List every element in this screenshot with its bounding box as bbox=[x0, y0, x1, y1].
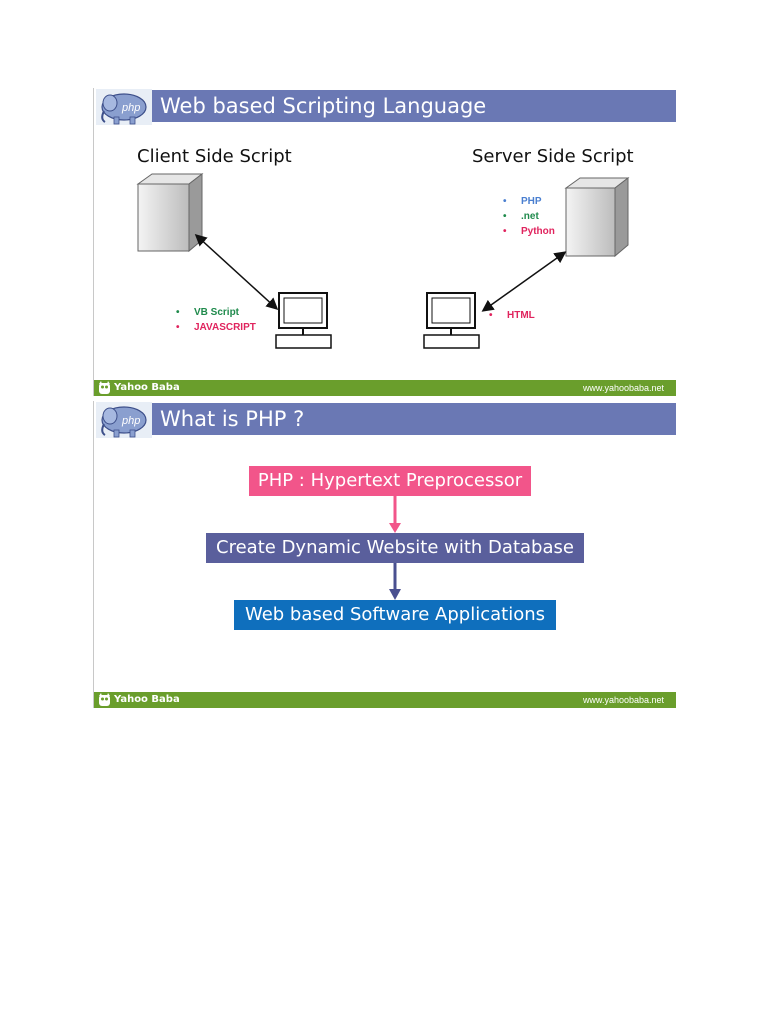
server-arrow bbox=[481, 251, 567, 312]
slide-title: What is PHP ? bbox=[160, 407, 305, 431]
svg-text:php: php bbox=[121, 415, 140, 427]
slide-footer: Yahoo Baba www.yahoobaba.net bbox=[94, 380, 676, 396]
owl-icon bbox=[99, 381, 110, 394]
list-item: •JAVASCRIPT bbox=[176, 322, 256, 333]
server-tower-icon bbox=[564, 176, 630, 258]
client-computer-icon bbox=[275, 292, 332, 349]
client-arrow bbox=[194, 233, 279, 311]
list-item: •VB Script bbox=[176, 307, 240, 318]
client-language-list: •VB Script •JAVASCRIPT bbox=[176, 305, 256, 335]
owl-icon bbox=[99, 693, 110, 706]
footer-url: www.yahoobaba.net bbox=[582, 695, 664, 705]
footer-brand: Yahoo Baba bbox=[114, 382, 180, 393]
list-item: •.net bbox=[503, 211, 539, 222]
slide-web-scripting: php Web based Scripting Language Client … bbox=[93, 88, 676, 396]
server-language-list: •PHP •.net •Python bbox=[503, 194, 555, 239]
php-elephant-logo: php bbox=[96, 402, 152, 438]
slide-title-bar: What is PHP ? bbox=[152, 403, 676, 435]
server-computer-icon bbox=[423, 292, 480, 349]
arrow-down-icon bbox=[389, 496, 401, 533]
slide-footer: Yahoo Baba www.yahoobaba.net bbox=[94, 692, 676, 708]
footer-url: www.yahoobaba.net bbox=[582, 383, 664, 393]
html-label: •HTML bbox=[489, 308, 535, 323]
slide-title: Web based Scripting Language bbox=[160, 94, 487, 118]
flow-box-php-definition: PHP : Hypertext Preprocessor bbox=[249, 466, 531, 496]
client-server-icon bbox=[136, 172, 204, 253]
client-server-diagram bbox=[136, 172, 630, 349]
flow-box-software-applications: Web based Software Applications bbox=[234, 600, 556, 630]
flow-arrows bbox=[389, 496, 401, 600]
list-item: •HTML bbox=[489, 310, 535, 321]
footer-brand: Yahoo Baba bbox=[114, 694, 180, 705]
client-side-heading: Client Side Script bbox=[137, 146, 292, 167]
svg-text:php: php bbox=[121, 102, 140, 114]
server-side-heading: Server Side Script bbox=[472, 146, 634, 167]
flow-box-dynamic-website: Create Dynamic Website with Database bbox=[206, 533, 584, 563]
list-item: •PHP bbox=[503, 196, 542, 207]
arrow-down-icon bbox=[389, 563, 401, 600]
php-elephant-logo: php bbox=[96, 89, 152, 125]
slide-title-bar: Web based Scripting Language bbox=[152, 90, 676, 122]
slide-what-is-php: php What is PHP ? PHP : Hypertext Prepro… bbox=[93, 401, 676, 708]
list-item: •Python bbox=[503, 226, 555, 237]
